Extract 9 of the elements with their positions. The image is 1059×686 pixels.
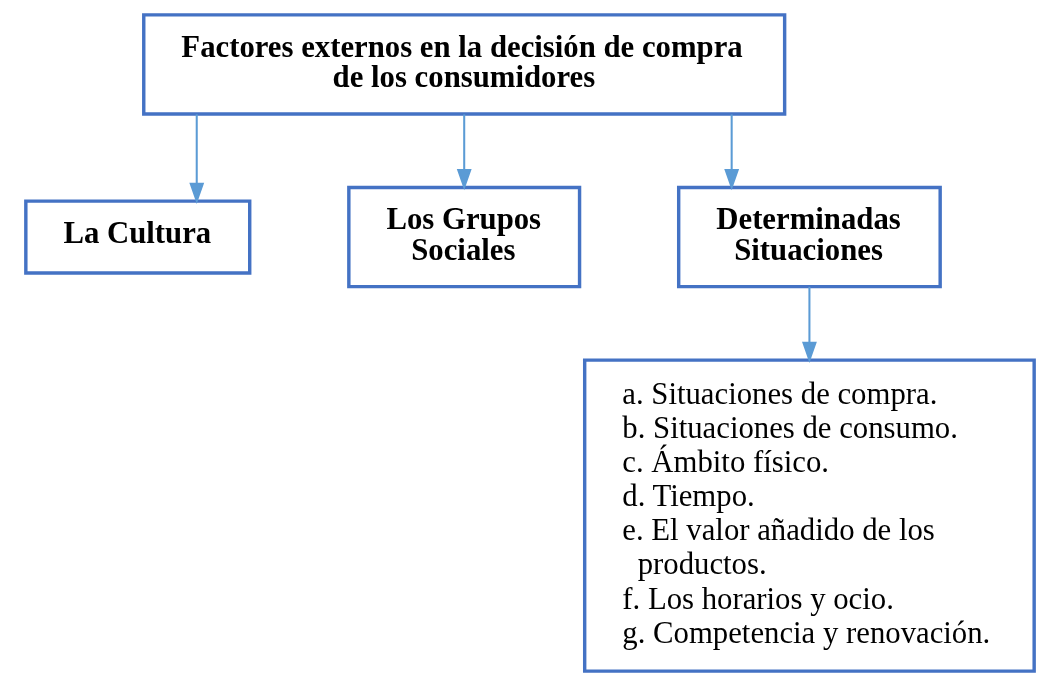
arrow: [723, 114, 739, 191]
arrow: [801, 286, 817, 364]
node-box: Los Grupos Sociales: [346, 185, 581, 289]
node-box: a. Situaciones de compra. b. Situaciones de consumo. c. Ámbito físico. d. Tiempo. e. El valor añadido de los productos. f. Los horarios y ocio. g. Competencia y renovación.: [582, 358, 1036, 673]
arrow: [188, 114, 204, 205]
arrow: [456, 114, 472, 191]
node-box: La Cultura: [23, 199, 251, 275]
node-box: Factores externos en la decisión de compra de los consumidores: [141, 13, 786, 116]
node-box: Determinadas Situaciones: [676, 185, 942, 289]
